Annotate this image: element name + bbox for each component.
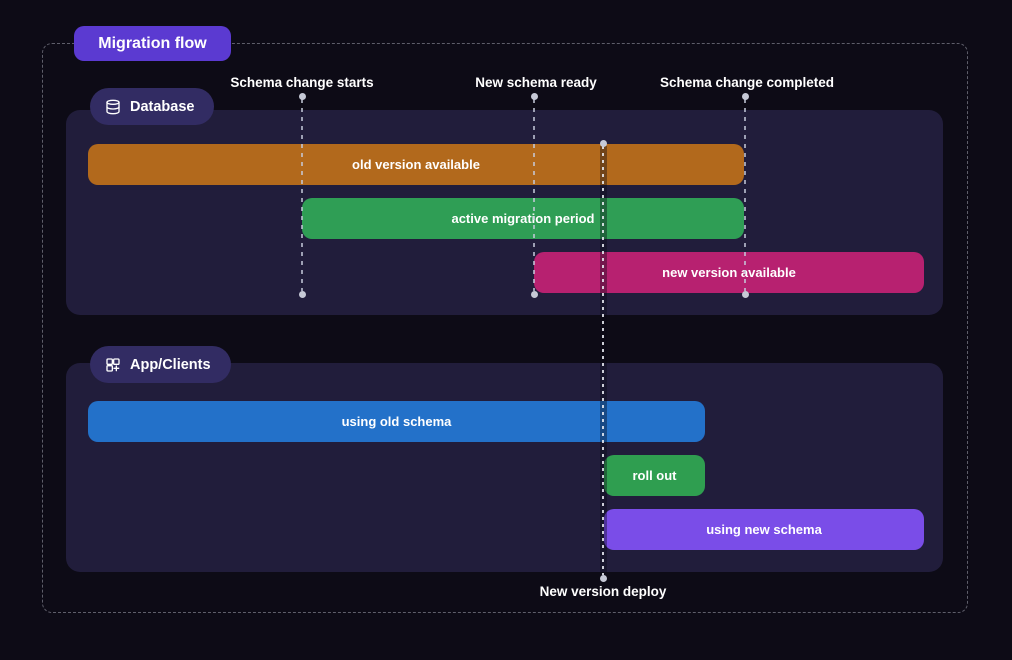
deploy-dot-top	[599, 139, 607, 147]
bar-old-version-available: old version available	[88, 144, 744, 185]
bar-label: old version available	[352, 157, 480, 172]
milestone-dot-top-starts	[298, 92, 306, 100]
database-section-badge: Database	[90, 88, 215, 125]
bar-label: roll out	[632, 468, 677, 483]
app-clients-section-badge: App/Clients	[90, 346, 231, 383]
bar-label: new version available	[662, 265, 796, 280]
milestone-dot-top-ready	[530, 92, 538, 100]
diagram-dashed-frame	[42, 43, 968, 613]
database-icon	[105, 99, 121, 115]
deploy-label-new-version-deploy: New version deploy	[539, 584, 667, 599]
milestone-label-schema-change-completed: Schema change completed	[659, 75, 835, 90]
page-title-label: Migration flow	[98, 34, 207, 52]
milestone-line-new-schema-ready	[533, 99, 535, 291]
milestone-line-schema-change-completed	[744, 99, 746, 291]
milestone-label-new-schema-ready: New schema ready	[475, 75, 597, 90]
bar-new-version-available: new version available	[534, 252, 924, 293]
app-clients-section-label: App/Clients	[130, 356, 211, 373]
milestone-line-schema-change-starts	[301, 99, 303, 291]
bar-label: active migration period	[451, 211, 595, 226]
bar-label: using new schema	[706, 522, 822, 537]
milestone-dot-bottom-starts	[298, 290, 306, 298]
page-title: Migration flow	[74, 26, 231, 61]
bar-using-old-schema: using old schema	[88, 401, 705, 442]
milestone-dot-top-completed	[741, 92, 749, 100]
deploy-dot-bottom	[599, 574, 607, 582]
milestone-label-schema-change-starts: Schema change starts	[230, 75, 374, 90]
deploy-line-new-version-deploy	[602, 146, 604, 575]
bar-using-new-schema: using new schema	[604, 509, 924, 550]
milestone-dot-bottom-completed	[741, 290, 749, 298]
bar-active-migration-period: active migration period	[302, 198, 744, 239]
milestone-dot-bottom-ready	[530, 290, 538, 298]
bar-label: using old schema	[341, 414, 452, 429]
grid-plus-icon	[105, 357, 121, 373]
bar-roll-out: roll out	[604, 455, 705, 496]
database-section-label: Database	[130, 98, 195, 115]
